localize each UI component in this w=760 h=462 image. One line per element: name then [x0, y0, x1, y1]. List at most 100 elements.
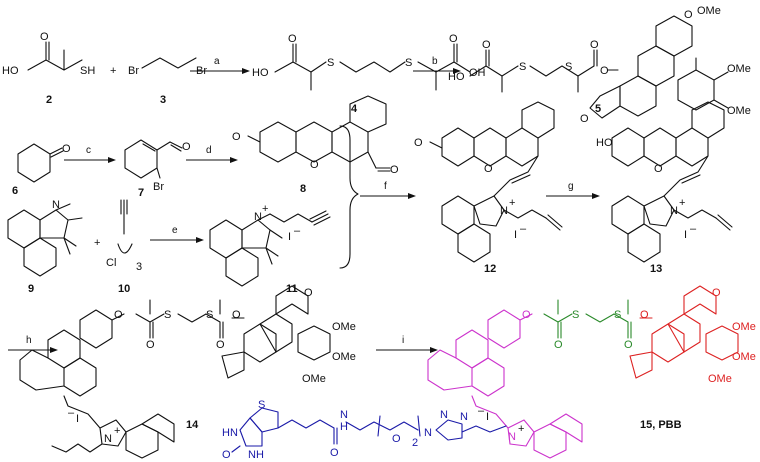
compound-14-structure: O O S S O O O OMe OMe OMe N + I – [19, 285, 356, 459]
compound-4-structure: HO O S S O OH [252, 33, 486, 91]
atom-minus: – [68, 407, 75, 419]
compound-label-5: 5 [595, 103, 601, 115]
atom-N: N [440, 409, 448, 421]
atom-O: O [390, 164, 399, 176]
atom-sub2: 2 [412, 437, 418, 449]
arrowhead [453, 68, 461, 74]
atom-O: O [449, 33, 458, 45]
atom-S: S [164, 309, 171, 321]
atom-S: S [565, 61, 572, 73]
atom-S: S [519, 61, 526, 73]
atom-minus: – [690, 223, 697, 235]
atom-S: S [327, 57, 334, 69]
compound-label-2: 2 [46, 94, 52, 106]
reagent-b: b [432, 56, 438, 67]
atom-O: O [310, 159, 319, 171]
arrowhead [408, 193, 416, 199]
atom-minus: – [478, 405, 485, 417]
reagent-c: c [86, 145, 91, 156]
atom-OMe: OMe [732, 351, 756, 363]
compound-5-structure: HO O S S O O O OMe OMe OMe O [448, 5, 751, 125]
atom-O: O [216, 339, 225, 351]
atom-Br: Br [128, 65, 139, 77]
atom-HO: HO [448, 71, 465, 83]
atom-O: O [40, 31, 49, 43]
atom-plus: + [509, 197, 515, 209]
compound-15-fluorophore [427, 309, 583, 459]
atom-plus: + [518, 423, 524, 435]
atom-HN: HN [222, 427, 238, 439]
atom-OMe: OMe [732, 321, 756, 333]
atom-H: H [340, 421, 348, 433]
atom-O: O [712, 287, 721, 299]
plus-sign: + [94, 237, 100, 249]
atom-O: O [482, 39, 491, 51]
plus-sign: + [110, 65, 116, 77]
compound-label-6: 6 [12, 185, 18, 197]
atom-O: O [304, 287, 313, 299]
atom-OMe: OMe [332, 351, 356, 363]
atom-OMe: OMe [727, 105, 751, 117]
atom-O: O [554, 339, 563, 351]
compound-label-11: 11 [286, 283, 298, 295]
compound-15-linker: S S [543, 299, 632, 339]
atom-plus: + [262, 203, 268, 215]
atom-O: O [684, 9, 693, 21]
arrowhead [50, 347, 58, 353]
compound-label-10: 10 [118, 283, 130, 295]
atom-O: O [590, 39, 599, 51]
compound-9-structure: N [7, 199, 83, 277]
compound-label-13: 13 [650, 263, 662, 275]
atom-N: N [508, 431, 516, 443]
reagent-h: h [26, 335, 32, 346]
arrowhead [430, 347, 438, 353]
atom-N: N [52, 199, 60, 211]
arrowhead [242, 68, 250, 74]
atom-SH: SH [80, 65, 95, 77]
atom-OMe: OMe [727, 63, 751, 75]
compound-3-structure: Br Br [128, 57, 207, 77]
reagent-e: e [172, 225, 178, 236]
atom-iodide: I [684, 229, 687, 241]
atom-N: N [460, 411, 468, 423]
atom-minus: – [294, 225, 301, 237]
atom-O: O [182, 141, 191, 153]
compound-7-structure: O Br [124, 139, 191, 193]
arrowhead [108, 157, 116, 163]
atom-S: S [258, 399, 265, 411]
atom-minus: – [520, 223, 527, 235]
compound-2-structure: HO O SH [2, 31, 95, 77]
compound-6-structure: O [17, 143, 71, 183]
atom-iodide: I [76, 413, 79, 425]
compound-label-15: 15, PBB [640, 419, 682, 431]
atom-O: O [232, 131, 241, 143]
atom-O: O [330, 447, 339, 459]
compound-label-8: 8 [300, 183, 306, 195]
atom-N: N [254, 211, 262, 223]
atom-HO: HO [2, 65, 19, 77]
reagent-a: a [214, 56, 220, 67]
compound-10-structure: Cl 3 [106, 199, 142, 273]
atom-S: S [572, 309, 579, 321]
compound-15-drug: O OMe OMe OMe [629, 285, 756, 385]
atom-HO: HO [252, 67, 269, 79]
atom-NH: NH [248, 449, 264, 461]
compound-label-12: 12 [484, 263, 496, 275]
atom-O: O [654, 163, 663, 175]
atom-OMe: OMe [332, 321, 356, 333]
atom-O: O [414, 137, 423, 149]
atom-S: S [405, 57, 412, 69]
atom-iodide: I [288, 231, 291, 243]
compound-label-14: 14 [186, 419, 199, 431]
atom-Br: Br [153, 181, 164, 193]
atom-OMe: OMe [708, 373, 732, 385]
atom-HO: HO [596, 137, 613, 149]
combine-bracket [339, 125, 359, 269]
atom-plus: + [114, 425, 120, 437]
atom-O: O [114, 309, 123, 321]
compound-label-4: 4 [351, 103, 358, 115]
atom-iodide: I [486, 411, 489, 423]
atom-N: N [500, 205, 508, 217]
compound-11-structure: N + I – [209, 203, 331, 287]
